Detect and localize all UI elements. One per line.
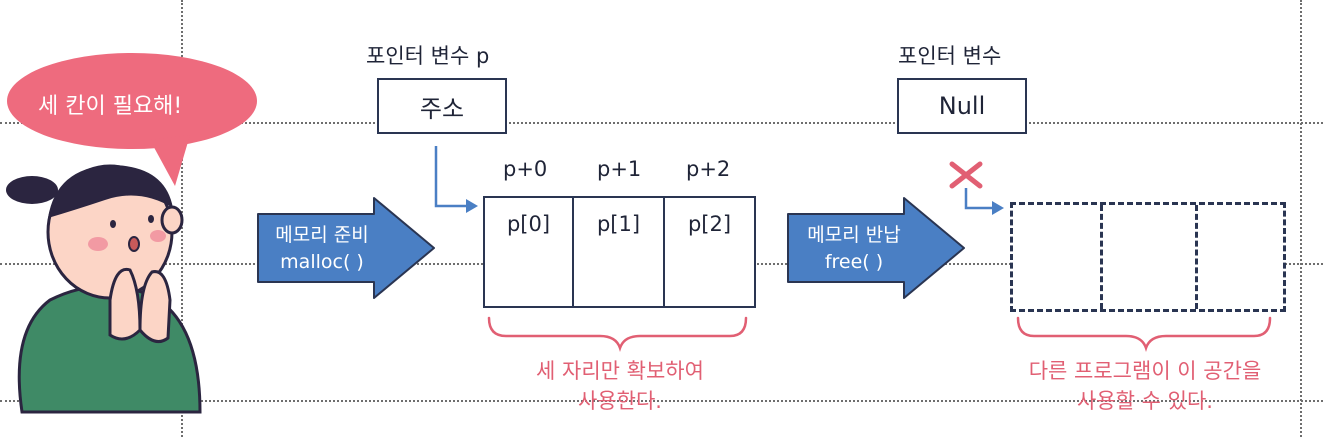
offset-label: p+0 [503,157,548,181]
freed-cell [1103,205,1198,309]
pointer-label: 포인터 변수 p [366,44,490,68]
grid-line [0,400,1323,402]
allocated-note: 세 자리만 확보하여 사용한다. [500,356,740,416]
array-cell: p[0] [485,198,574,306]
grid-line [0,122,1323,124]
cross-icon [949,161,983,189]
null-pointer-label: 포인터 변수 [898,44,1002,68]
array-cell-label: p[2] [687,212,732,236]
freed-array [1010,202,1286,312]
malloc-arrow-line1: 메모리 준비 [275,224,369,246]
array-cell: p[2] [665,198,754,306]
freed-cell [1013,205,1103,309]
offset-label: p+1 [597,157,642,181]
allocated-note-line1: 세 자리만 확보하여 [536,359,704,383]
free-arrow [787,197,965,299]
freed-note: 다른 프로그램이 이 공간을 사용할 수 있다. [990,356,1300,416]
pointer-value-box: 주소 [377,78,507,134]
freed-note-line2: 사용할 수 있다. [1077,389,1213,413]
character-illustration [6,53,257,414]
free-arrow-line2: free( ) [824,251,884,273]
malloc-arrow [257,197,435,299]
free-arrow-line1: 메모리 반납 [807,224,901,246]
array-cell-label: p[1] [596,212,641,236]
allocated-note-line2: 사용한다. [578,389,662,413]
array-cell: p[1] [574,198,665,306]
speech-bubble-text: 세 칸이 필요해! [38,94,183,119]
allocated-array: p[0] p[1] p[2] [483,196,756,308]
null-pointer-box: Null [897,78,1027,134]
pointer-value: 주소 [419,94,465,123]
null-pointer-value: Null [938,92,986,120]
array-cell-label: p[0] [506,212,551,236]
grid-line [1300,0,1302,437]
malloc-arrow-line2: malloc( ) [280,251,364,273]
offset-label: p+2 [686,157,731,181]
freed-note-line1: 다른 프로그램이 이 공간을 [1028,359,1262,383]
